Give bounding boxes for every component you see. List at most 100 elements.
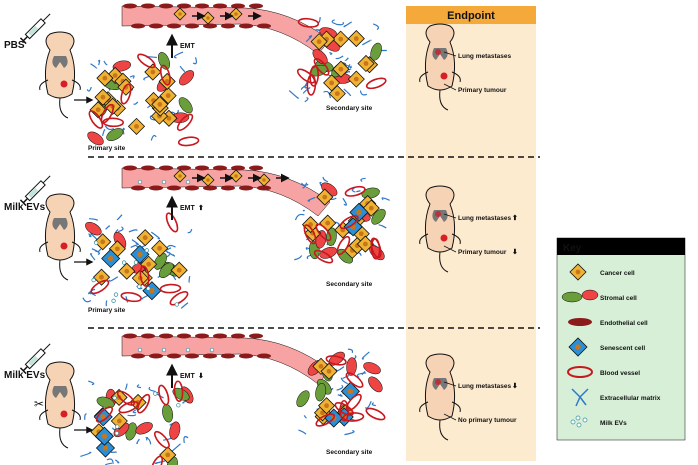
endothelial-cell — [141, 165, 155, 171]
endothelial-cell — [177, 165, 191, 171]
matrix-fibre — [129, 75, 135, 79]
matrix-fibre — [106, 458, 114, 464]
cancer-cell — [349, 202, 369, 222]
emt-change-arrow: ⬇ — [198, 372, 204, 380]
blood-vessel — [116, 390, 136, 406]
matrix-fibre — [303, 415, 307, 419]
cancer-cell — [170, 261, 188, 279]
cancer-cell — [301, 216, 320, 234]
stromal-cell — [157, 52, 170, 70]
blood-vessel — [370, 238, 381, 260]
mouse-icon: ✂ — [34, 361, 81, 449]
blood-vessel — [297, 17, 320, 28]
blood-vessel — [173, 380, 184, 403]
stromal-cell — [162, 404, 174, 423]
matrix-fibre — [89, 218, 99, 221]
blood-vessel — [342, 412, 365, 422]
secondary-site-label: Secondary site — [326, 449, 373, 456]
endothelial-cell — [231, 3, 245, 9]
blood-vessel — [315, 223, 332, 242]
lung-metastases-change-arrow: ⬇ — [512, 382, 518, 390]
extracellular-matrix-icon — [571, 388, 589, 407]
blood-vessel — [344, 185, 366, 197]
milk-ev — [133, 260, 139, 265]
matrix-fibre — [166, 244, 176, 248]
endothelial-cell — [257, 353, 271, 359]
endothelial-cell — [123, 333, 137, 339]
primary-site-label: Primary site — [88, 307, 126, 314]
matrix-fibre — [183, 436, 189, 444]
row-label: Milk EVs — [4, 202, 46, 213]
cancer-cell — [151, 95, 169, 113]
matrix-fibre — [97, 59, 101, 66]
blood-vessel — [306, 74, 317, 96]
key-item-label: Endothelial cell — [600, 320, 648, 327]
stromal-cell — [179, 70, 195, 86]
matrix-fibre — [294, 213, 305, 221]
endothelial-cell — [213, 333, 227, 339]
row-label: PBS — [4, 40, 25, 51]
tumour-marker — [60, 410, 68, 418]
key-item-label: Blood vessel — [600, 370, 640, 377]
blood-vessel — [313, 249, 334, 264]
endothelial-cell — [221, 353, 235, 359]
key-item: Endothelial cell — [568, 318, 648, 327]
matrix-fibre — [335, 366, 345, 372]
secondary-tumour — [288, 16, 387, 103]
blood-vessel-tube — [121, 165, 331, 217]
cancer-cell — [569, 263, 587, 281]
milk-ev — [112, 395, 117, 401]
endothelial-cell — [185, 23, 199, 29]
matrix-fibre — [336, 384, 344, 391]
matrix-fibre — [344, 430, 355, 436]
matrix-fibre — [288, 90, 299, 99]
endothelial-cell — [185, 185, 199, 191]
stromal-cell — [112, 60, 131, 72]
matrix-fibre — [103, 60, 108, 66]
primary-tumour — [82, 212, 193, 309]
endothelial-cell — [249, 3, 263, 9]
matrix-fibre — [192, 57, 197, 65]
milk-ev — [113, 292, 119, 297]
stromal-cell — [346, 357, 357, 376]
matrix-fibre — [342, 197, 347, 206]
endothelial-cell — [131, 23, 145, 29]
cancer-cell — [173, 169, 187, 183]
endothelial-cell — [167, 185, 181, 191]
matrix-fibre — [105, 300, 108, 307]
primary-site-label: Primary site — [88, 145, 126, 152]
matrix-fibre — [105, 225, 110, 230]
primary-tumour-label: No primary tumour — [458, 417, 517, 424]
endothelial-cell — [159, 165, 173, 171]
milk-ev — [137, 347, 143, 353]
milk-ev — [144, 248, 150, 253]
blood-vessel — [153, 430, 170, 449]
cancer-cell — [92, 268, 111, 286]
matrix-fibre — [88, 233, 92, 238]
endothelial-cell — [149, 353, 163, 359]
matrix-fibre — [127, 414, 137, 417]
matrix-fibre — [154, 460, 166, 464]
cancer-cell — [118, 262, 136, 280]
endothelial-cell — [131, 353, 145, 359]
matrix-fibre — [347, 348, 354, 354]
blood-vessel — [136, 393, 151, 414]
blood-vessel — [95, 406, 114, 423]
key-item-label: Stromal cell — [600, 295, 637, 302]
matrix-fibre — [362, 39, 372, 46]
matrix-fibre — [171, 443, 181, 452]
matrix-fibre — [301, 182, 309, 186]
matrix-fibre — [304, 97, 309, 103]
tumour-marker — [60, 242, 68, 250]
endothelial-cell — [221, 185, 235, 191]
matrix-fibre — [323, 90, 331, 99]
endothelial-cell — [167, 23, 181, 29]
key-item-label: Extracellular matrix — [600, 395, 661, 402]
key-item-label: Milk EVs — [600, 420, 627, 427]
milk-ev — [94, 240, 99, 245]
